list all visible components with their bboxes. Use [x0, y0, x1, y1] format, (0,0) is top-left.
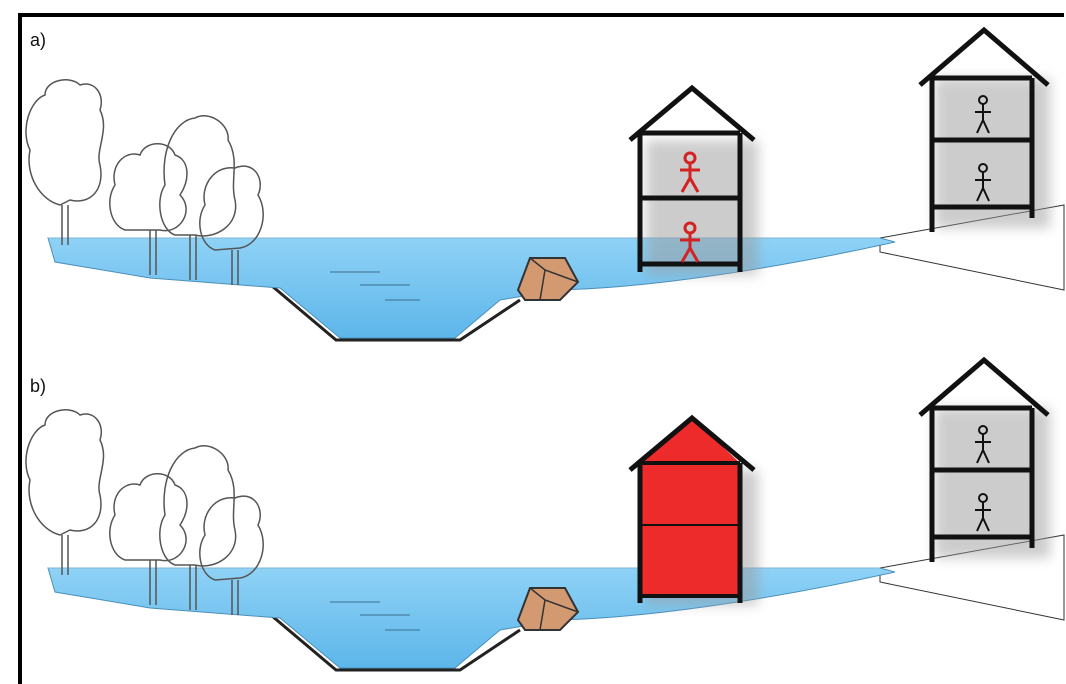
- house-icon: [628, 414, 758, 605]
- boulder-icon: [516, 587, 580, 631]
- person-stick-icon: [975, 493, 991, 532]
- house-icon: [628, 84, 758, 275]
- panel-a-label: a): [30, 30, 47, 50]
- panel-b-label: b): [30, 376, 47, 396]
- river-channel: [271, 284, 521, 342]
- panel-b: [25, 356, 1065, 672]
- tree-outline-icon: [25, 79, 264, 285]
- house-icon: [918, 356, 1050, 562]
- person-stick-icon: [975, 163, 991, 202]
- person-stick-icon: [680, 221, 700, 263]
- person-stick-icon: [975, 95, 991, 134]
- panel-a: [25, 26, 1065, 342]
- flood-water: [47, 567, 896, 669]
- person-stick-icon: [975, 425, 991, 464]
- person-stick-icon: [680, 151, 700, 193]
- house-icon: [918, 26, 1050, 232]
- boulder-icon: [516, 257, 580, 301]
- flood-water: [47, 237, 896, 339]
- river-channel: [271, 614, 521, 672]
- tree-outline-icon: [25, 409, 264, 615]
